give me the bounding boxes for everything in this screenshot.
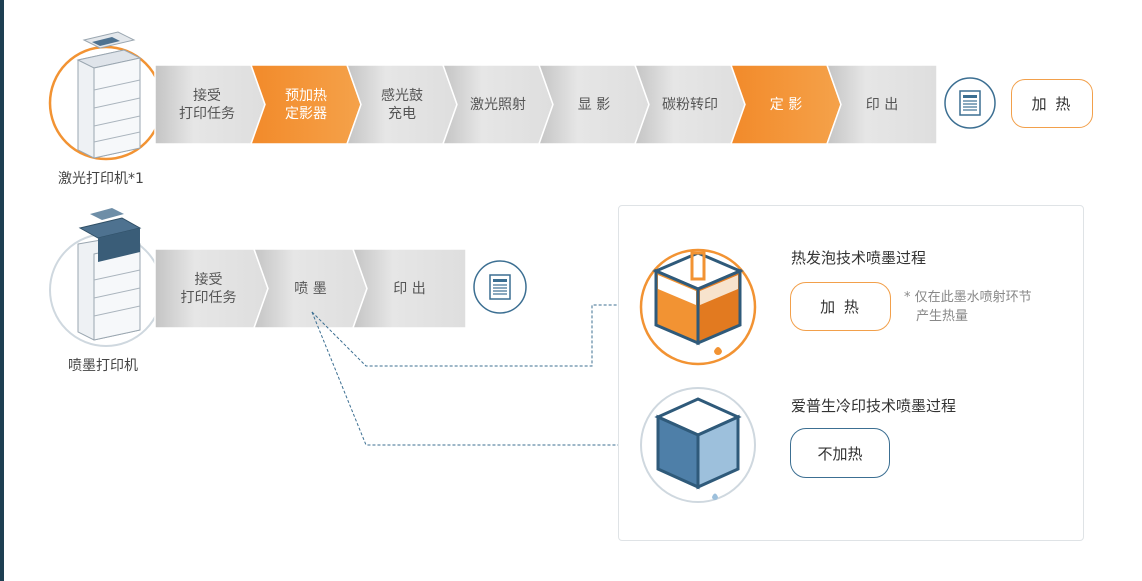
laser-step-3-label: 感光鼓 充电	[381, 87, 423, 122]
thermal-process-title: 热发泡技术喷墨过程	[791, 249, 927, 267]
thermal-inkjet-icon	[639, 248, 757, 366]
laser-process-steps	[154, 64, 938, 145]
laser-step-8-shape	[825, 64, 938, 145]
inkjet-step-3-label: 印 出	[393, 280, 426, 297]
laser-step-8-label: 印 出	[865, 96, 899, 113]
laser-step-6-label: 碳粉转印	[662, 96, 718, 113]
epson-no-heat-pill: 不加热	[790, 428, 890, 478]
left-edge-bar	[0, 0, 4, 581]
laser-document-icon	[944, 77, 996, 129]
epson-inkjet-icon	[640, 387, 756, 503]
inkjet-step-2-label: 喷 墨	[294, 280, 327, 297]
panel-shapes	[639, 248, 757, 503]
laser-step-4-label: 激光照射	[470, 96, 526, 113]
inkjet-printer-icon	[49, 208, 163, 347]
epson-process-title: 爱普生冷印技术喷墨过程	[791, 397, 957, 415]
inkjet-process-steps	[154, 248, 467, 329]
inkjet-document-icon	[473, 260, 527, 314]
dashed-connectors	[311, 304, 636, 446]
laser-step-2-label: 预加热 定影器	[285, 87, 327, 122]
inkjet-step-1-label: 接受 打印任务	[180, 271, 237, 306]
inkjet-step-3-shape	[351, 248, 467, 329]
inkjet-printer-label: 喷墨打印机	[68, 358, 138, 374]
laser-step-5-label: 显 影	[577, 96, 611, 113]
thermal-heat-pill: 加 热	[790, 282, 891, 331]
laser-step-7-label: 定 影	[769, 96, 803, 113]
laser-heat-pill: 加 热	[1011, 79, 1093, 128]
inkjet-comparison-panel: 热发泡技术喷墨过程 加 热 * 仅在此墨水喷射环节 产生热量 爱普生冷印技术喷墨…	[618, 205, 1084, 541]
thermal-note-line2: 产生热量	[916, 309, 969, 324]
laser-printer-label: 激光打印机*1	[58, 171, 144, 187]
thermal-note-line1: * 仅在此墨水喷射环节	[904, 290, 1032, 305]
laser-printer-icon	[48, 31, 164, 161]
laser-step-1-label: 接受 打印任务	[179, 87, 235, 122]
